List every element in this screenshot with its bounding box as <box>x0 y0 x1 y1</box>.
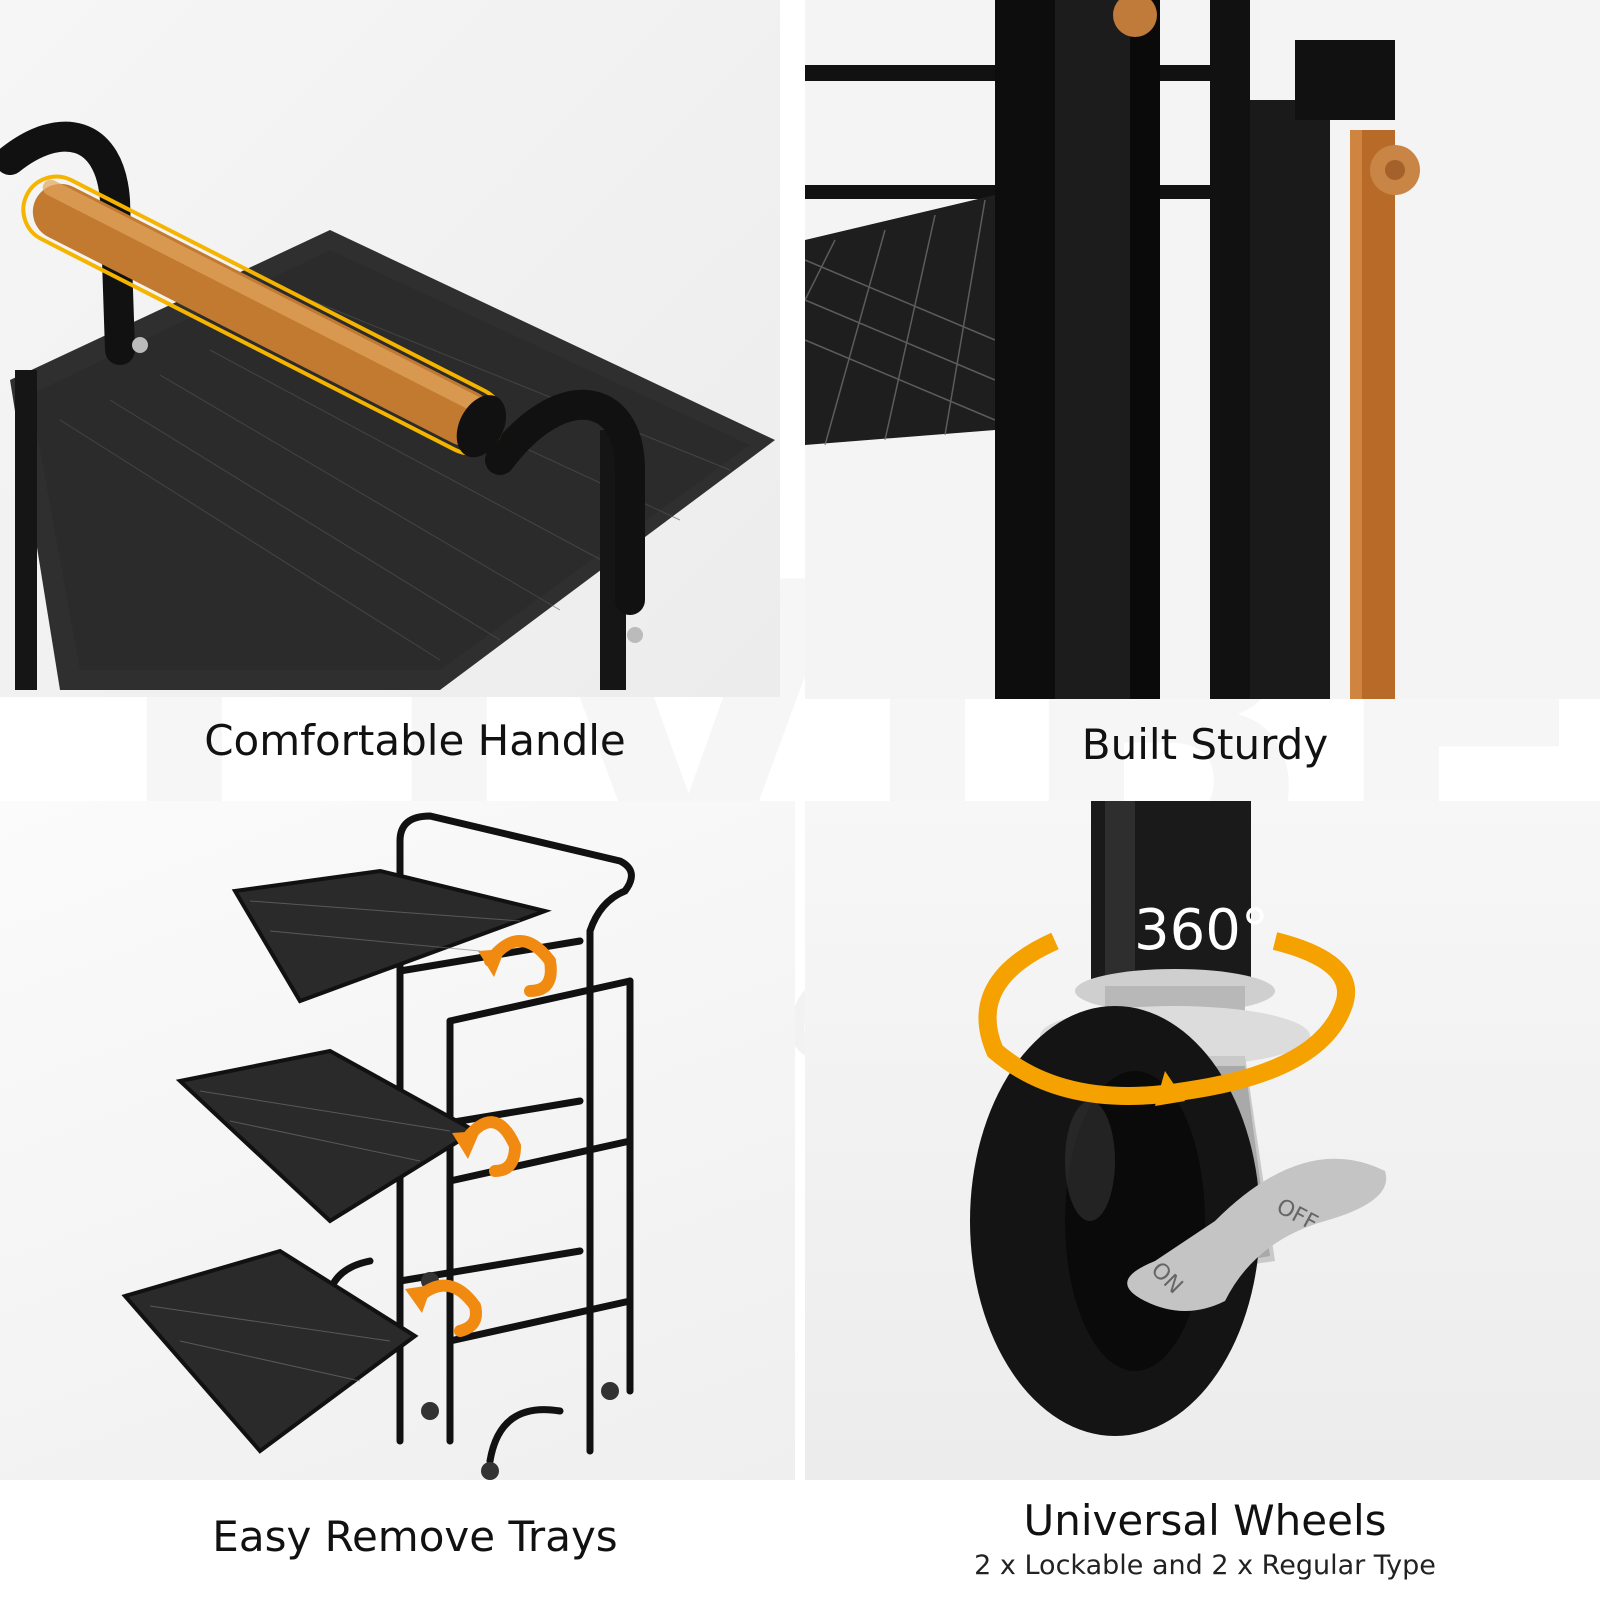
rotation-360-label: 360° <box>1134 898 1269 963</box>
subcaption-wheel-types: 2 x Lockable and 2 x Regular Type <box>974 1550 1436 1581</box>
caption-easy-remove-trays: Easy Remove Trays <box>212 1512 618 1561</box>
caption-built-sturdy: Built Sturdy <box>1081 720 1329 769</box>
caption-universal-wheels: Universal Wheels <box>1023 1496 1387 1545</box>
caption-comfortable-handle: Comfortable Handle <box>204 716 626 765</box>
handle-photo <box>0 0 780 697</box>
trays-photo <box>0 801 795 1480</box>
wheel-photo: OFF ON <box>805 801 1600 1480</box>
sturdy-frame-photo <box>805 0 1600 699</box>
